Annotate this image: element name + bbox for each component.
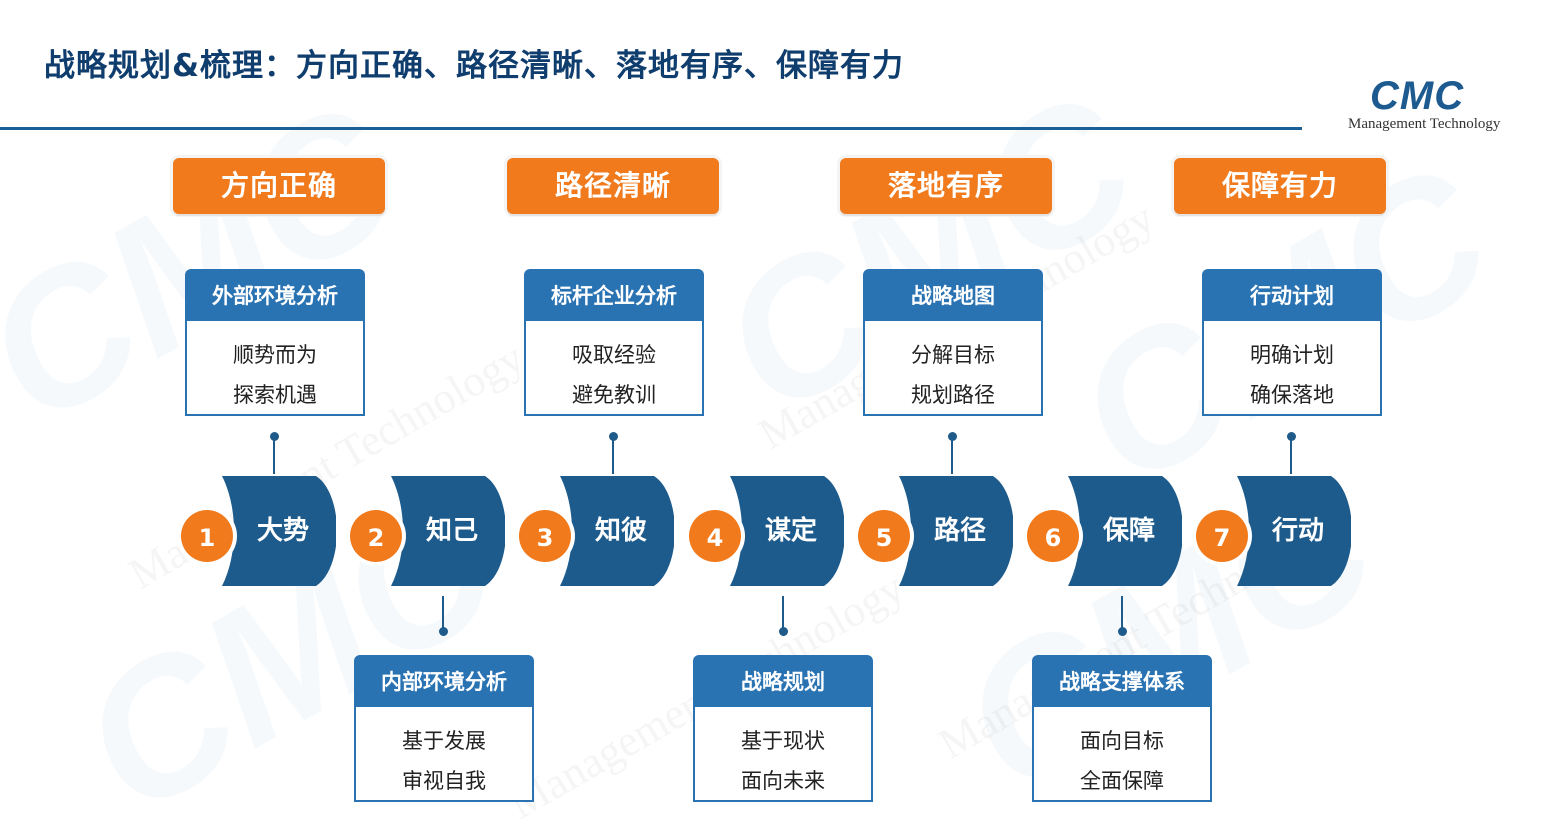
title-divider	[0, 127, 1302, 130]
card-body: 吸取经验 避免教训	[524, 321, 704, 416]
card-line: 探索机遇	[233, 383, 317, 407]
top-card-4: 行动计划 明确计划 确保落地	[1202, 269, 1382, 416]
step-1: 1 大势	[176, 476, 336, 586]
step-label: 路径	[933, 516, 986, 546]
connector-line	[442, 596, 444, 628]
logo-subtitle: Management Technology	[1348, 116, 1501, 132]
card-line: 吸取经验	[572, 343, 656, 367]
step-shape	[346, 476, 505, 586]
card-line: 顺势而为	[233, 343, 317, 367]
connector-line	[1290, 438, 1292, 474]
card-title: 战略地图	[863, 269, 1043, 321]
step-shape	[515, 476, 674, 586]
step-shape	[854, 476, 1013, 586]
step-label: 知彼	[594, 516, 647, 546]
card-title: 战略支撑体系	[1032, 655, 1212, 707]
top-card-1: 外部环境分析 顺势而为 探索机遇	[185, 269, 365, 416]
connector-line	[612, 438, 614, 474]
card-body: 分解目标 规划路径	[863, 321, 1043, 416]
card-title: 战略规划	[693, 655, 873, 707]
top-card-2: 标杆企业分析 吸取经验 避免教训	[524, 269, 704, 416]
phase-banner-2: 路径清晰	[507, 158, 719, 214]
step-number: 4	[706, 524, 724, 552]
phase-banner-4: 保障有力	[1174, 158, 1386, 214]
card-line: 明确计划	[1250, 343, 1334, 367]
connector-dot	[439, 627, 448, 636]
card-line: 分解目标	[911, 343, 995, 367]
top-card-3: 战略地图 分解目标 规划路径	[863, 269, 1043, 416]
page-title: 战略规划&梳理：方向正确、路径清晰、落地有序、保障有力	[44, 48, 905, 84]
card-body: 顺势而为 探索机遇	[185, 321, 365, 416]
step-label: 大势	[256, 516, 309, 546]
card-line: 避免教训	[572, 383, 656, 407]
connector-dot	[270, 432, 279, 441]
step-2: 2 知己	[345, 476, 505, 586]
connector-dot	[779, 627, 788, 636]
step-4: 4 谋定	[684, 476, 844, 586]
step-label: 行动	[1271, 516, 1324, 546]
step-label: 知己	[425, 516, 478, 546]
card-line: 基于现状	[741, 729, 825, 753]
connector-dot	[609, 432, 618, 441]
logo-mark: CMC	[1370, 74, 1465, 118]
bottom-card-1: 内部环境分析 基于发展 审视自我	[354, 655, 534, 802]
bottom-card-3: 战略支撑体系 面向目标 全面保障	[1032, 655, 1212, 802]
phase-banner-1: 方向正确	[173, 158, 385, 214]
card-body: 基于现状 面向未来	[693, 707, 873, 802]
step-7: 7 行动	[1191, 476, 1351, 586]
step-number: 3	[536, 524, 554, 552]
connector-line	[273, 438, 275, 474]
bottom-card-2: 战略规划 基于现状 面向未来	[693, 655, 873, 802]
card-title: 行动计划	[1202, 269, 1382, 321]
card-title: 外部环境分析	[185, 269, 365, 321]
step-shape	[1023, 476, 1182, 586]
card-line: 规划路径	[911, 383, 995, 407]
card-line: 审视自我	[402, 769, 486, 793]
step-number: 7	[1213, 524, 1231, 552]
step-number: 6	[1044, 524, 1062, 552]
card-body: 基于发展 审视自我	[354, 707, 534, 802]
card-line: 全面保障	[1080, 769, 1164, 793]
card-line: 面向未来	[741, 769, 825, 793]
step-3: 3 知彼	[514, 476, 674, 586]
connector-line	[1121, 596, 1123, 628]
phase-banner-3: 落地有序	[840, 158, 1052, 214]
card-line: 基于发展	[402, 729, 486, 753]
step-number: 1	[198, 524, 216, 552]
step-6: 6 保障	[1022, 476, 1182, 586]
card-title: 内部环境分析	[354, 655, 534, 707]
connector-line	[782, 596, 784, 628]
card-body: 面向目标 全面保障	[1032, 707, 1212, 802]
card-body: 明确计划 确保落地	[1202, 321, 1382, 416]
card-line: 确保落地	[1250, 383, 1334, 407]
step-number: 2	[367, 524, 385, 552]
connector-line	[951, 438, 953, 474]
connector-dot	[1287, 432, 1296, 441]
step-shape	[1192, 476, 1351, 586]
company-logo: CMC Management Technology	[1340, 76, 1520, 138]
step-label: 谋定	[764, 516, 817, 546]
step-number: 5	[875, 524, 893, 552]
step-5: 5 路径	[853, 476, 1013, 586]
card-line: 面向目标	[1080, 729, 1164, 753]
card-title: 标杆企业分析	[524, 269, 704, 321]
step-shape	[177, 476, 336, 586]
connector-dot	[948, 432, 957, 441]
connector-dot	[1118, 627, 1127, 636]
step-label: 保障	[1102, 516, 1155, 546]
step-shape	[685, 476, 844, 586]
